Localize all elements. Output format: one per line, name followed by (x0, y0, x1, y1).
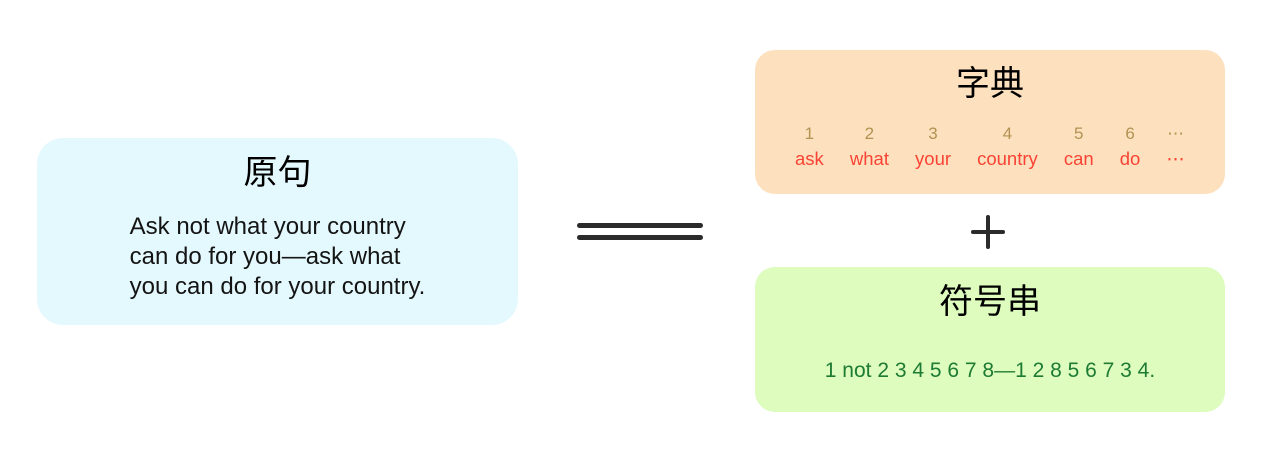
dictionary-box: 字典 1 ask 2 what 3 your 4 country 5 can (755, 50, 1225, 194)
equals-bottom-bar (577, 235, 703, 240)
equals-sign (577, 223, 703, 240)
original-sentence-line-2: can do for you—ask what (129, 243, 401, 270)
original-sentence-box: 原句 Ask not what your country can do for … (37, 138, 518, 325)
original-sentence-line-3: you can do for your country. (129, 273, 426, 300)
dictionary-entries: 1 ask 2 what 3 your 4 country 5 can 6 do (755, 123, 1225, 170)
plus-sign (971, 215, 1005, 249)
dictionary-title: 字典 (956, 65, 1024, 103)
entry-index: 4 (1002, 124, 1013, 143)
symbol-string-title: 符号串 (939, 283, 1041, 321)
entry-word: what (849, 148, 889, 169)
entry-word: your (915, 148, 952, 169)
dictionary-entry: 6 do (1120, 123, 1141, 170)
dictionary-entry: 5 can (1064, 123, 1094, 170)
entry-index-ellipsis-icon: ⋯ (1167, 124, 1185, 143)
entry-index: 2 (864, 124, 875, 143)
entry-word-ellipsis-icon: ⋯ (1166, 148, 1185, 169)
entry-word: ask (795, 148, 824, 169)
dictionary-entry: 2 what (850, 123, 889, 170)
dictionary-entry: 3 your (915, 123, 951, 170)
original-sentence-title: 原句 (243, 154, 312, 192)
entry-word: can (1063, 148, 1094, 169)
entry-word: country (977, 148, 1038, 169)
entry-index: 1 (804, 124, 815, 143)
entry-word: do (1119, 148, 1141, 169)
symbol-string-box: 符号串 1 not 2 3 4 5 6 7 8—1 2 8 5 6 7 3 4. (755, 267, 1225, 412)
symbol-string-text: 1 not 2 3 4 5 6 7 8—1 2 8 5 6 7 3 4. (824, 359, 1156, 382)
entry-index: 6 (1125, 124, 1135, 143)
equals-top-bar (577, 223, 703, 228)
original-sentence-line-1: Ask not what your country (129, 213, 406, 240)
plus-vertical-bar (985, 215, 991, 249)
dictionary-entry: 4 country (977, 123, 1038, 170)
original-sentence-text: Ask not what your country can do for you… (130, 212, 426, 302)
dictionary-entry: 1 ask (795, 123, 824, 170)
entry-index: 3 (928, 124, 938, 143)
dictionary-entry-ellipsis: ⋯ ⋯ (1166, 123, 1185, 170)
entry-index: 5 (1074, 124, 1084, 143)
